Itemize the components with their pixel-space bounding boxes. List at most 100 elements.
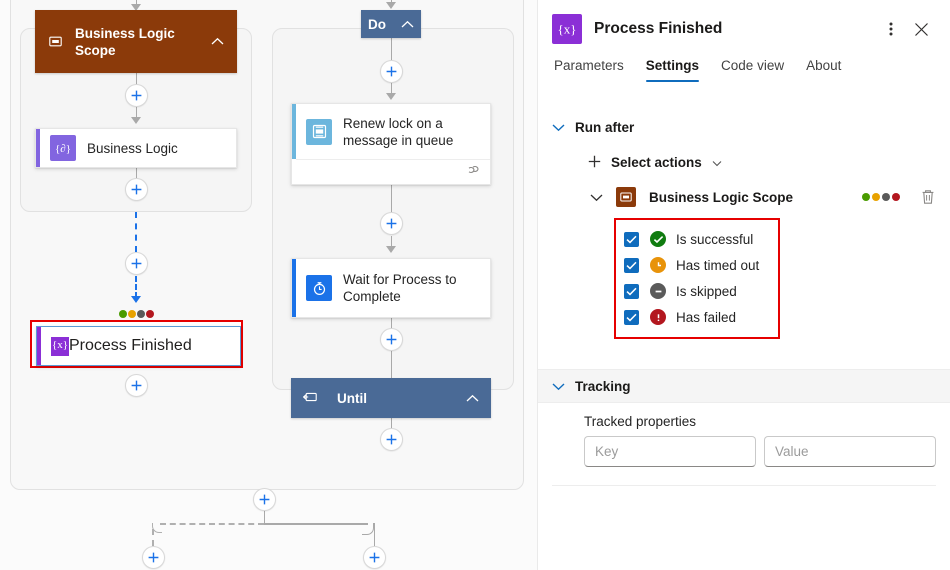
checkbox-has-timed-out[interactable]: [624, 257, 639, 273]
svg-text:{x}: {x}: [52, 339, 68, 351]
panel-title: Process Finished: [594, 20, 723, 37]
expression-icon: {∂}: [50, 135, 76, 161]
connector-line: [390, 351, 392, 378]
section-tracking[interactable]: Tracking: [538, 369, 950, 403]
panel-header: {x} Process Finished: [538, 0, 950, 58]
add-action-button[interactable]: [124, 84, 148, 107]
add-action-button[interactable]: [124, 252, 148, 275]
status-dot-timedout: [128, 310, 136, 318]
tab-code-view[interactable]: Code view: [721, 58, 785, 73]
connector-arrow: [131, 4, 141, 11]
minus-circle-icon: [650, 283, 666, 299]
connector-line: [390, 185, 392, 212]
run-after-status-highlight: Is successful Has timed out Is skipped: [614, 218, 780, 339]
card-label: Business Logic: [87, 140, 178, 156]
trash-icon[interactable]: [918, 189, 938, 205]
node-business-logic-scope[interactable]: Business Logic Scope: [35, 10, 237, 73]
add-action-button[interactable]: [379, 60, 403, 83]
connector-line: [390, 83, 392, 95]
connector-line: [135, 73, 137, 85]
add-action-button[interactable]: [141, 546, 165, 569]
connector-line-dashed: [152, 529, 154, 546]
chevron-down-icon[interactable]: [552, 123, 565, 132]
section-divider: [552, 485, 936, 486]
add-action-button[interactable]: [124, 178, 148, 201]
tracked-properties-row: [538, 436, 950, 467]
node-business-logic[interactable]: {∂} Business Logic: [35, 128, 237, 168]
chevron-up-icon[interactable]: [461, 391, 479, 406]
chevron-down-icon[interactable]: [712, 155, 722, 170]
section-run-after[interactable]: Run after: [538, 110, 950, 144]
tracked-value-input[interactable]: [764, 436, 936, 467]
node-title: Do: [368, 16, 386, 32]
status-label: Is skipped: [676, 283, 737, 299]
status-dot-success: [862, 193, 870, 201]
run-after-link: [135, 276, 137, 298]
tracked-key-input[interactable]: [584, 436, 756, 467]
add-action-button[interactable]: [379, 212, 403, 235]
status-dot-timedout: [872, 193, 880, 201]
checkbox-is-skipped[interactable]: [624, 283, 639, 299]
tab-settings[interactable]: Settings: [645, 58, 700, 82]
select-actions-button[interactable]: Select actions: [538, 144, 950, 180]
error-circle-icon: [650, 309, 666, 325]
node-renew-lock[interactable]: Renew lock on a message in queue: [291, 103, 491, 185]
close-icon[interactable]: [906, 14, 936, 44]
connector-line: [263, 523, 368, 525]
chevron-down-icon[interactable]: [590, 193, 616, 202]
add-action-button[interactable]: [252, 488, 276, 511]
card-footer: [296, 159, 490, 184]
run-after-status-is-successful[interactable]: Is successful: [624, 226, 770, 252]
status-dot-skipped: [882, 193, 890, 201]
add-action-button[interactable]: [362, 546, 386, 569]
node-wait-for-process[interactable]: Wait for Process to Complete: [291, 258, 491, 318]
connector-line: [263, 511, 265, 524]
checkbox-is-successful[interactable]: [624, 231, 639, 247]
checkbox-has-failed[interactable]: [624, 309, 639, 325]
node-process-finished[interactable]: {x} Process Finished: [36, 326, 241, 366]
more-vertical-icon[interactable]: [876, 14, 906, 44]
run-after-status-has-timed-out[interactable]: Has timed out: [624, 252, 770, 278]
connector-line: [373, 523, 375, 546]
connector-line: [390, 318, 392, 328]
expression-icon: {x}: [51, 336, 69, 356]
tab-about[interactable]: About: [806, 58, 842, 73]
expression-icon: {x}: [552, 14, 582, 44]
chevron-up-icon[interactable]: [207, 37, 227, 46]
check-circle-icon: [650, 231, 666, 247]
add-action-button[interactable]: [379, 328, 403, 351]
scope-icon: [45, 35, 65, 48]
run-after-status-is-skipped[interactable]: Is skipped: [624, 278, 770, 304]
node-do[interactable]: Do: [361, 10, 421, 38]
node-title: Until: [337, 390, 367, 406]
panel-tabs[interactable]: Parameters Settings Code view About: [538, 58, 950, 96]
service-bus-icon: [306, 118, 332, 145]
tracked-properties-label: Tracked properties: [584, 414, 697, 429]
connector-arrow: [131, 117, 141, 124]
connector-line: [135, 107, 137, 119]
add-action-button[interactable]: [379, 428, 403, 451]
workflow-canvas[interactable]: Business Logic Scope {∂} Business Logic: [0, 0, 538, 570]
chevron-down-icon[interactable]: [552, 382, 565, 391]
chevron-up-icon[interactable]: [401, 20, 414, 29]
run-after-group-business-logic-scope[interactable]: Business Logic Scope: [538, 180, 950, 214]
connector-arrow: [386, 93, 396, 100]
add-action-button[interactable]: [124, 374, 148, 397]
panel-divider: [537, 0, 538, 570]
card-accent: [292, 259, 296, 317]
retry-icon: [466, 163, 480, 181]
status-dot-success: [119, 310, 127, 318]
status-label: Is successful: [676, 231, 754, 247]
run-after-status-has-failed[interactable]: Has failed: [624, 304, 770, 330]
selection-highlight-process-finished: {x} Process Finished: [30, 320, 243, 368]
connector-line: [390, 38, 392, 60]
tab-parameters[interactable]: Parameters: [554, 58, 624, 73]
scope-icon: [616, 187, 636, 207]
card-accent: [37, 327, 41, 365]
connector-corner: [152, 523, 162, 533]
node-until[interactable]: Until: [291, 378, 491, 418]
run-after-status-dots: [119, 310, 154, 318]
select-actions-label: Select actions: [611, 154, 702, 170]
connector-arrow: [386, 246, 396, 253]
